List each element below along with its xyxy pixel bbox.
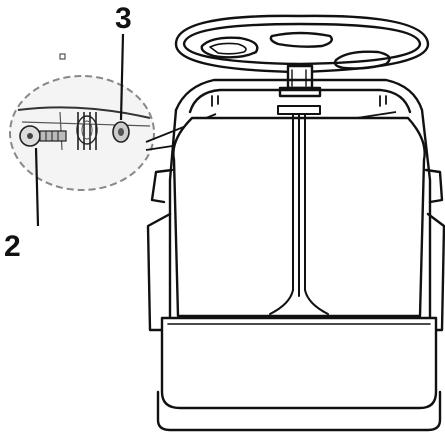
callout-3-leader [119,33,125,121]
callout-2-leader [34,147,40,227]
detail-magnifier [9,53,155,191]
bracket-icon [76,112,98,150]
marker-square [59,53,66,60]
child-seat [146,14,445,432]
bolt-icon [19,125,67,147]
callout-2-label: 2 [4,230,21,263]
tray-icon [174,14,430,98]
harness-strap [292,111,306,297]
nut-icon [112,121,130,143]
left-armrest [150,168,174,204]
callout-3-label: 3 [115,2,132,35]
seat-back-frame [174,78,432,402]
detail-frame-rail [17,106,151,119]
seat-lower-cushion [160,316,438,410]
seat-base [156,390,442,432]
right-armrest [424,168,444,204]
